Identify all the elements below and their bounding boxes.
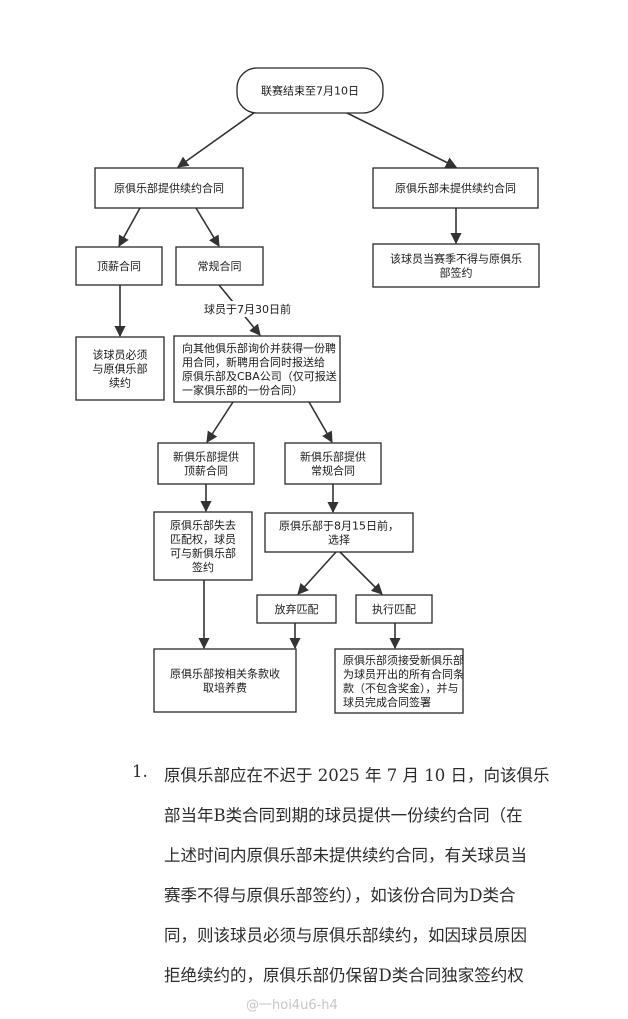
paragraph-line-3: 上述时间内原俱乐部未提供续约合同，有关球员当: [164, 846, 527, 865]
flowchart: 球员于7月30日前 联赛结束至7月10日原俱乐部提供续约合同原俱乐部未提供续约合…: [75, 67, 540, 714]
node-accept-terms: 原俱乐部须接受新俱乐部为球员开出的所有合同条款（不包含奖金），并与球员完成合同签…: [334, 648, 464, 714]
node-text-line: 该球员当赛季不得与原俱乐: [390, 252, 522, 266]
node-box: [75, 336, 165, 401]
node-regular: 常规合同: [175, 246, 264, 286]
node-text-line: 匹配权，球员: [170, 532, 236, 546]
node-choose: 原俱乐部于8月15日前，选择: [264, 512, 414, 553]
node-text-line: 续约: [109, 376, 131, 390]
edge-label: 球员于7月30日前: [204, 302, 291, 316]
node-text-line: 原俱乐部提供续约合同: [114, 181, 224, 195]
node-text-line: 部签约: [440, 266, 473, 280]
node-box: [355, 594, 433, 624]
arrow-choose-to-match: [339, 551, 383, 595]
node-text-line: 取培养费: [203, 681, 247, 695]
node-box: [236, 67, 384, 114]
arrow-offer-to-regular: [195, 207, 220, 247]
node-box: [153, 648, 297, 713]
paragraph-line-1: 原俱乐部应在不迟于 2025 年 7 月 10 日，向该俱乐: [164, 766, 550, 785]
node-text-line: 可与新俱乐部: [170, 546, 236, 560]
node-text-line: 联赛结束至7月10日: [261, 84, 359, 98]
node-box: [372, 167, 539, 209]
node-box: [284, 442, 382, 485]
node-text-line: 与原俱乐部: [93, 362, 148, 376]
node-box: [256, 594, 337, 624]
node-text-line: 新俱乐部提供: [173, 450, 239, 464]
node-max: 顶薪合同: [75, 246, 163, 286]
node-box: [334, 648, 464, 714]
paragraph-line-5: 同，则该球员必须与原俱乐部续约，如因球员原因: [164, 926, 527, 945]
node-text-line: 一家俱乐部的一份合同）: [182, 383, 303, 397]
node-box: [173, 335, 341, 403]
node-text-line: 用合同，新聘用合同时报送给: [182, 355, 325, 369]
node-text-line: 签约: [192, 560, 214, 574]
arrow-inquire-to-new-max: [206, 401, 234, 443]
node-text-line: 该球员必须: [93, 348, 148, 362]
node-season-end: 联赛结束至7月10日: [236, 67, 384, 114]
node-text-line: 常规合同: [198, 259, 242, 273]
node-box: [157, 442, 255, 485]
node-text-line: 球员完成合同签署: [343, 695, 431, 709]
node-text-line: 顶薪合同: [184, 464, 228, 478]
node-max-result: 该球员必须与原俱乐部续约: [75, 336, 165, 401]
flowchart-nodes: 联赛结束至7月10日原俱乐部提供续约合同原俱乐部未提供续约合同顶薪合同常规合同该…: [75, 67, 540, 714]
node-text-line: 款（不包含奖金），并与: [343, 681, 459, 695]
list-number: 1.: [132, 762, 148, 781]
flowchart-edges: 球员于7月30日前: [114, 109, 462, 650]
node-text-line: 原俱乐部于8月15日前，: [279, 519, 399, 533]
edge-label-background: [202, 301, 293, 317]
node-text-line: 顶薪合同: [97, 259, 141, 273]
arrow-season-end-to-no-offer: [344, 111, 458, 168]
node-text-line: 选择: [328, 533, 350, 547]
arrow-choose-to-waive: [297, 551, 337, 595]
node-inquire: 向其他俱乐部询价并获得一份聘用合同，新聘用合同时报送给原俱乐部及CBA公司（仅可…: [173, 335, 341, 403]
node-text-line: 原俱乐部未提供续约合同: [395, 181, 516, 195]
node-text-line: 执行匹配: [372, 602, 416, 616]
arrow-inquire-to-new-regular: [308, 401, 333, 443]
watermark: @一hoi4u6-h4: [246, 998, 338, 1013]
node-box: [75, 246, 163, 286]
node-offer: 原俱乐部提供续约合同: [94, 167, 244, 209]
node-box: [264, 512, 414, 553]
node-text-line: 新俱乐部提供: [300, 450, 366, 464]
node-text-line: 原俱乐部须接受新俱乐部: [343, 653, 464, 667]
paragraph-line-4: 赛季不得与原俱乐部签约），如该份合同为D类合: [164, 886, 516, 905]
node-waive: 放弃匹配: [256, 594, 337, 624]
node-box: [94, 167, 244, 209]
paragraph-line-6: 拒绝续约的，原俱乐部仍保留D类合同独家签约权: [164, 966, 524, 985]
node-box: [153, 511, 253, 581]
node-text-line: 向其他俱乐部询价并获得一份聘: [182, 341, 336, 355]
node-box: [372, 243, 540, 288]
node-text-line: 原俱乐部失去: [170, 518, 236, 532]
node-text-line: 原俱乐部按相关条款收: [170, 667, 280, 681]
node-box: [175, 246, 264, 286]
arrow-offer-to-max: [118, 207, 141, 247]
node-no-offer: 原俱乐部未提供续约合同: [372, 167, 539, 209]
node-text-line: 放弃匹配: [275, 602, 319, 616]
node-match: 执行匹配: [355, 594, 433, 624]
paragraph-line-2: 部当年B类合同到期的球员提供一份续约合同（在: [164, 806, 523, 825]
node-text-line: 常规合同: [311, 464, 355, 478]
arrow-season-end-to-offer: [177, 109, 259, 168]
node-text-line: 原俱乐部及CBA公司（仅可报送: [182, 369, 337, 383]
node-text-line: 为球员开出的所有合同条: [343, 667, 464, 681]
